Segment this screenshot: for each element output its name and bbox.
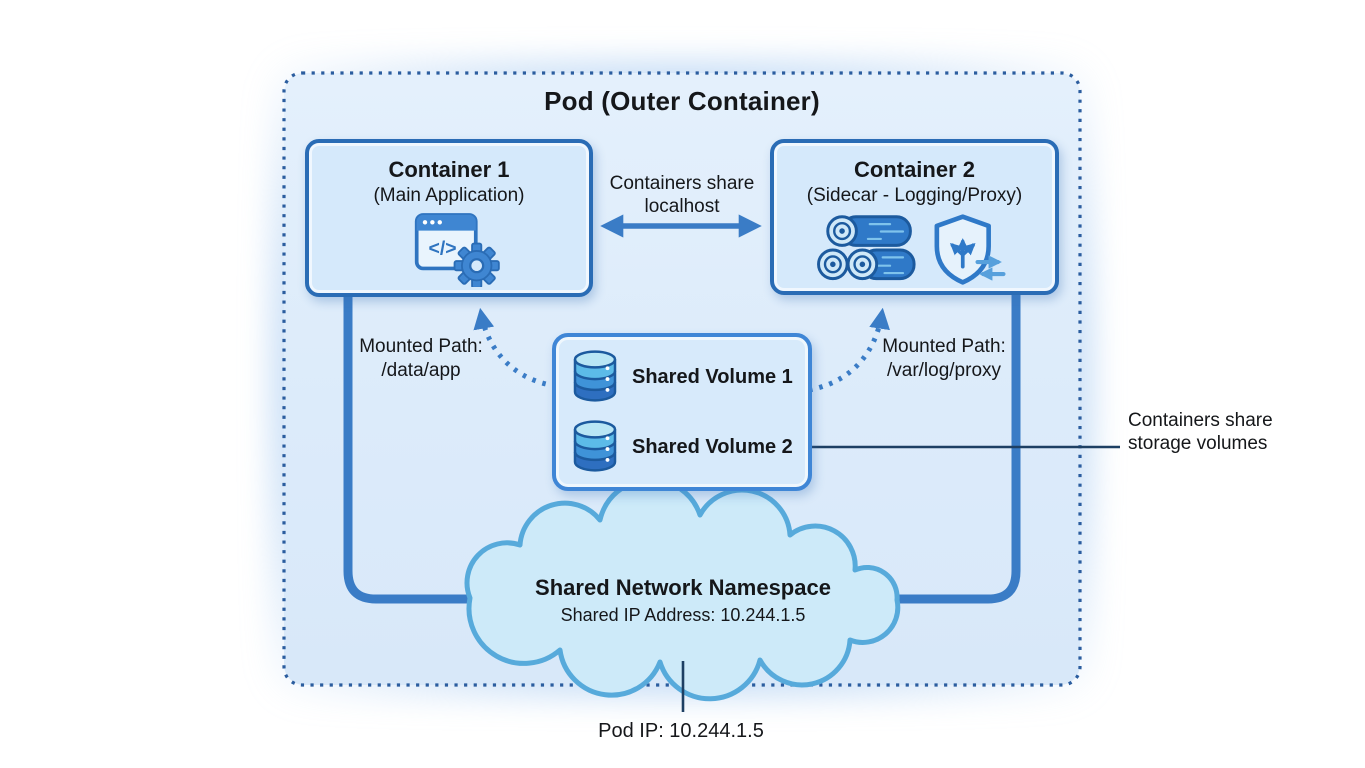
shared-volume-1-row: Shared Volume 1 [570, 347, 808, 407]
shared-volume-1-label: Shared Volume 1 [632, 365, 793, 388]
shared-volumes-box: Shared Volume 1 Shared Volume 2 [552, 333, 812, 491]
shield-route-icon [934, 214, 1006, 285]
storage-note-label: Containers share storage volumes [1128, 410, 1273, 454]
container1-subtitle: (Main Application) [373, 185, 525, 206]
network-cloud-title: Shared Network Namespace [535, 575, 831, 600]
gear-icon [453, 242, 500, 287]
container1-box: Container 1 (Main Application) </> [305, 139, 593, 297]
shared-volume-2-label: Shared Volume 2 [632, 435, 793, 458]
pod-title: Pod (Outer Container) [544, 86, 820, 116]
network-cloud-label: Shared Network Namespace Shared IP Addre… [483, 575, 883, 626]
container2-box: Container 2 (Sidecar - Logging/Proxy) [770, 139, 1059, 295]
database-icon [573, 420, 617, 472]
shared-volume-2-row: Shared Volume 2 [570, 417, 808, 477]
container2-subtitle: (Sidecar - Logging/Proxy) [806, 185, 1023, 206]
pod-ip-label: Pod IP: 10.244.1.5 [598, 720, 764, 742]
network-cloud-subtitle: Shared IP Address: 10.244.1.5 [560, 605, 806, 625]
logs-icon [816, 215, 916, 281]
app-window-code-icon: </> [414, 213, 500, 287]
container1-title: Container 1 [388, 157, 510, 182]
container2-title: Container 2 [853, 157, 976, 182]
localhost-label: Containers share localhost [609, 173, 755, 217]
database-icon [573, 350, 617, 402]
mount-path-right-label: Mounted Path: /var/log/proxy [882, 336, 1006, 381]
mount-path-left-label: Mounted Path: /data/app [359, 336, 483, 381]
svg-text:</>: </> [429, 238, 457, 260]
